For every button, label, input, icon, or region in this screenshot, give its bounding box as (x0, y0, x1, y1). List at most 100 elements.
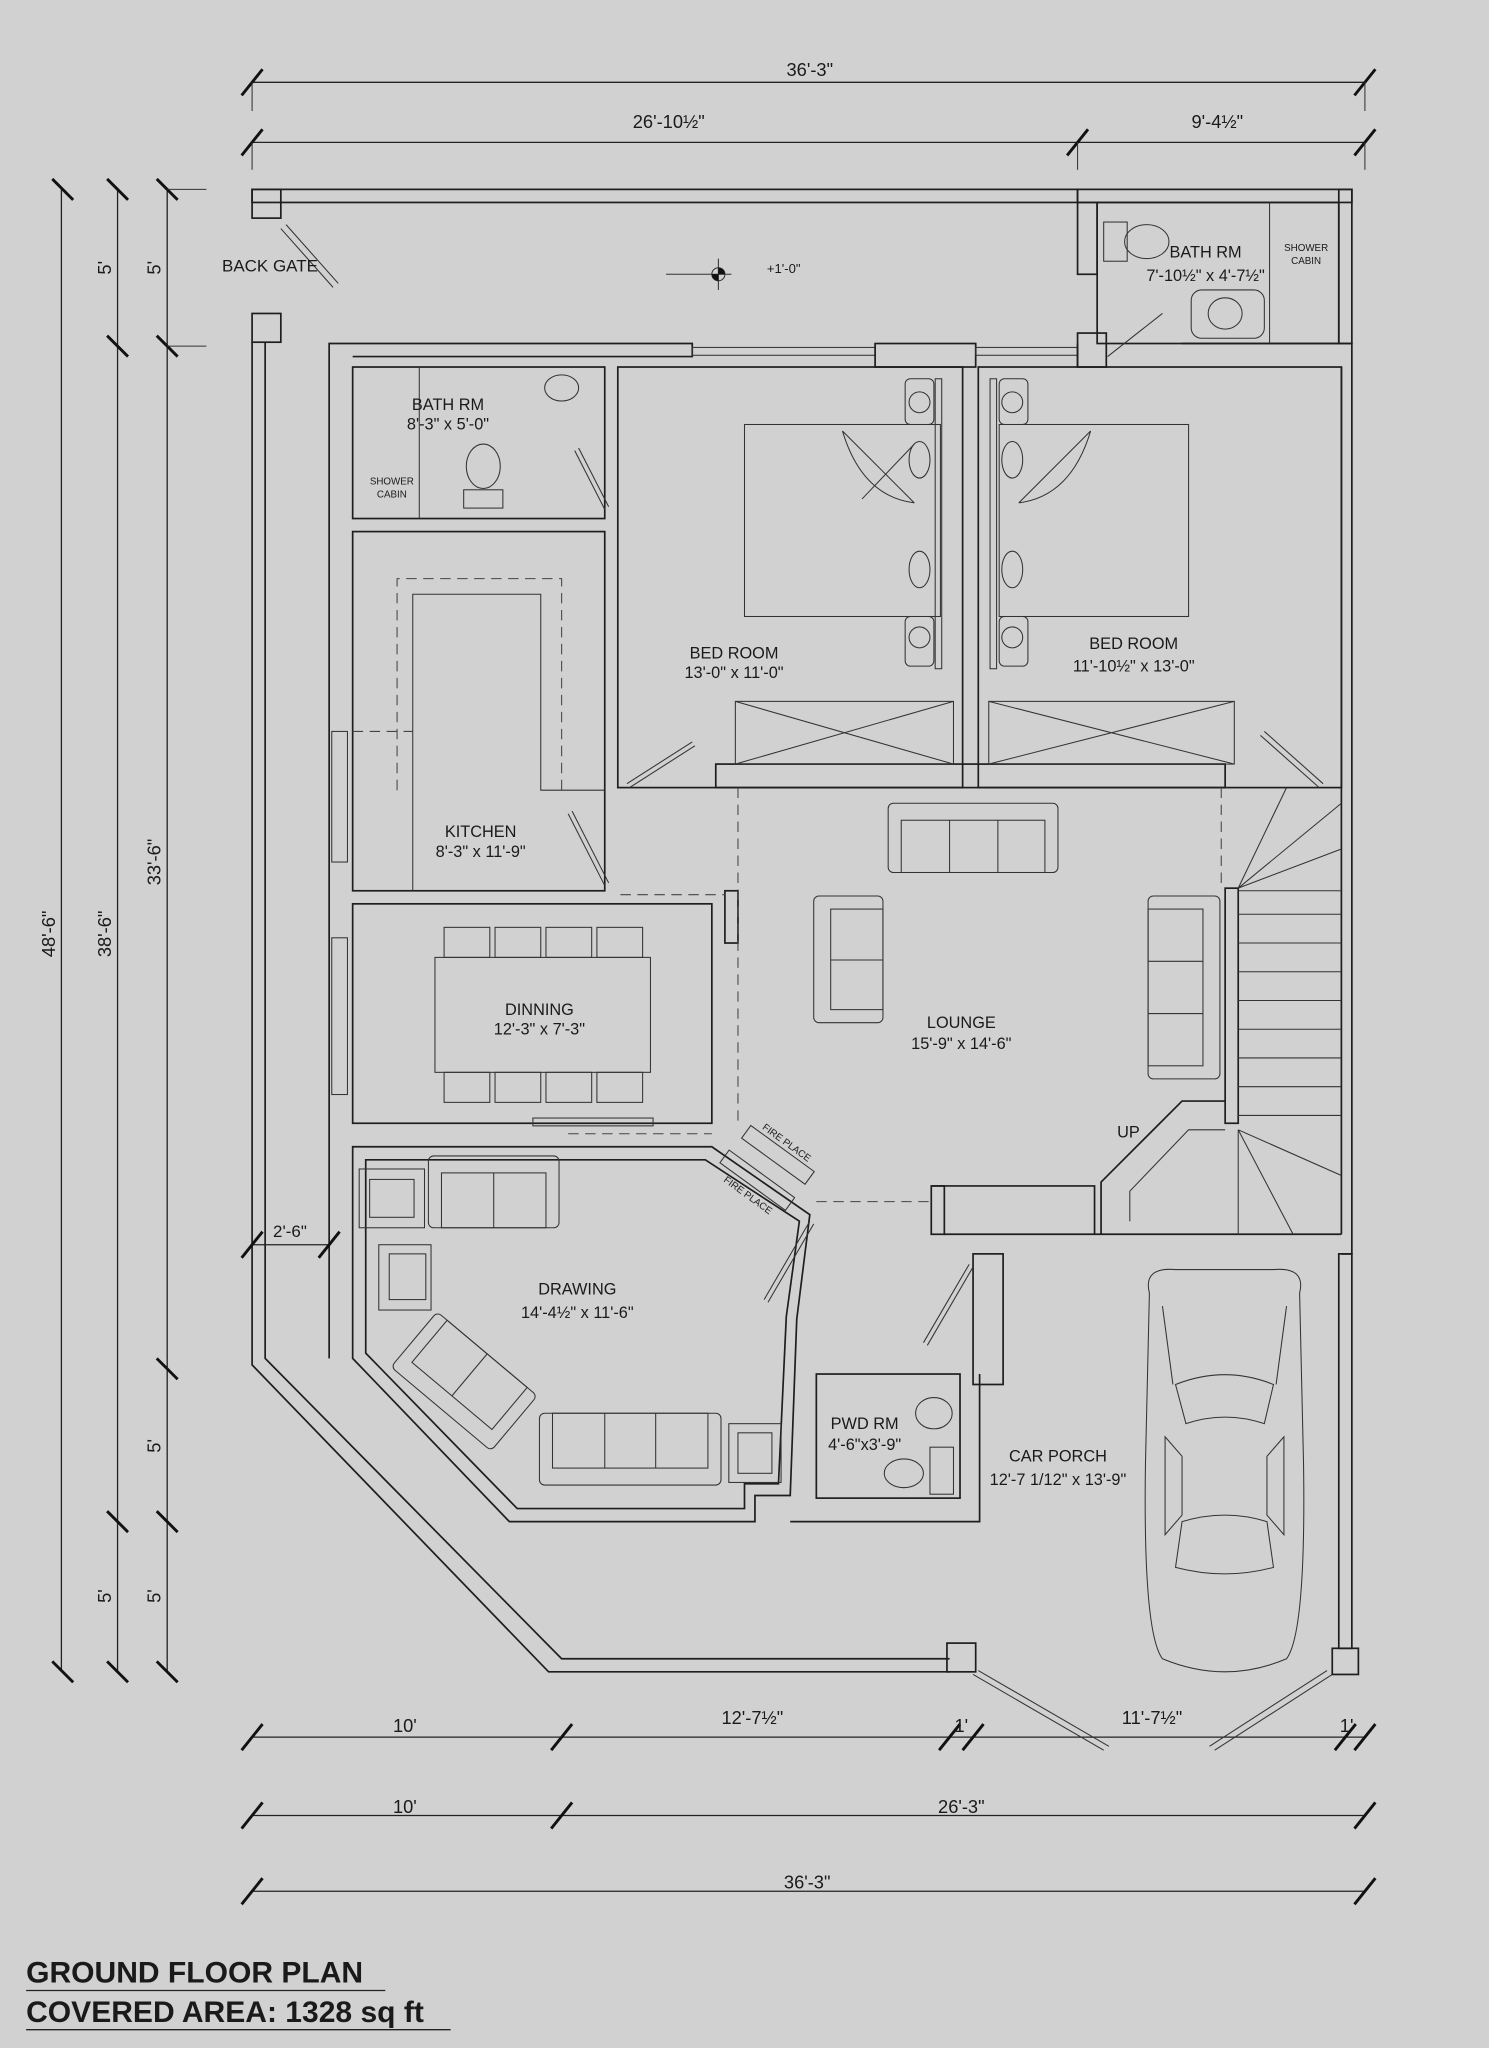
svg-text:BED ROOM: BED ROOM (1089, 635, 1178, 653)
svg-text:DRAWING: DRAWING (538, 1280, 616, 1298)
pillar (251, 312, 282, 344)
svg-text:SHOWER: SHOWER (1284, 243, 1328, 254)
level-marker: +1'-0" (666, 258, 801, 290)
title-line-1: GROUND FLOOR PLAN (26, 1957, 363, 1990)
title-line-2: COVERED AREA: 1328 sq ft (26, 1996, 424, 2029)
lounge-sofas (813, 802, 1221, 1080)
svg-text:4'-6"x3'-9": 4'-6"x3'-9" (828, 1436, 901, 1454)
svg-text:8'-3" x 5'-0": 8'-3" x 5'-0" (407, 416, 489, 434)
sink-icon (544, 374, 580, 402)
svg-text:8'-3" x 11'-9": 8'-3" x 11'-9" (436, 843, 526, 861)
svg-text:DINNING: DINNING (505, 1001, 574, 1019)
dimension-left: 48'-6" 5' 38'-6" 5' 5' 33'-6" 5' 5' (38, 177, 207, 1684)
bath-left-walls (351, 366, 606, 520)
pillar (1331, 1647, 1360, 1676)
dim-top-left: 26'-10½" (633, 111, 705, 132)
dim-bottom-3: 1' (954, 1715, 968, 1736)
bed-2 (989, 378, 1190, 670)
stairs-up-label: UP (1117, 1124, 1140, 1142)
svg-text:BED ROOM: BED ROOM (690, 644, 779, 662)
dim-left-inner-lower: 5' (144, 1439, 165, 1453)
room-bath-back: BATH RM 7'-10½" x 4'-7½" SHOWER CABIN (1146, 243, 1328, 285)
dim-left-mid-top: 5' (94, 261, 115, 275)
dim-setback: 2'-6" (273, 1222, 307, 1241)
svg-text:11'-10½" x 13'-0": 11'-10½" x 13'-0" (1073, 657, 1195, 675)
svg-text:CAR PORCH: CAR PORCH (1009, 1448, 1107, 1466)
dim-left-total: 48'-6" (38, 911, 59, 958)
pwd-walls (815, 1373, 961, 1499)
pillar (251, 188, 282, 219)
back-gate-label: BACK GATE (222, 257, 318, 276)
dim-bottom2-1: 10' (393, 1796, 417, 1817)
dim-bottom-total: 36'-3" (784, 1872, 831, 1893)
dim-top-right: 9'-4½" (1192, 111, 1244, 132)
svg-text:12'-7 1/12" x 13'-9": 12'-7 1/12" x 13'-9" (990, 1471, 1127, 1489)
room-kitchen: KITCHEN 8'-3" x 11'-9" (436, 823, 526, 861)
boundary-walls (251, 188, 1360, 1751)
dim-left-mid: 38'-6" (94, 911, 115, 958)
room-car-porch: CAR PORCH 12'-7 1/12" x 13'-9" (990, 1448, 1127, 1490)
sink-icon (915, 1397, 953, 1430)
dim-top-total: 36'-3" (787, 59, 834, 80)
house-walls (328, 201, 1353, 1523)
level-text: +1'-0" (767, 261, 801, 276)
staircase: UP (1100, 787, 1342, 1235)
svg-text:PWD RM: PWD RM (831, 1415, 899, 1433)
bed-1 (743, 378, 943, 670)
fireplaces: FIRE PLACE FIRE PLACE (719, 1122, 815, 1217)
dim-bottom-5: 1' (1340, 1715, 1354, 1736)
svg-text:15'-9" x 14'-6": 15'-9" x 14'-6" (911, 1035, 1012, 1053)
room-lounge: LOUNGE 15'-9" x 14'-6" (911, 1014, 1012, 1053)
svg-text:7'-10½" x 4'-7½": 7'-10½" x 4'-7½" (1146, 267, 1265, 285)
room-bed-2: BED ROOM 11'-10½" x 13'-0" (1073, 635, 1195, 675)
room-drawing: DRAWING 14'-4½" x 11'-6" (521, 1280, 634, 1322)
bed1-walls (616, 366, 964, 789)
kitchen-walls (351, 530, 606, 892)
dim-bottom-2: 12'-7½" (721, 1707, 783, 1728)
window (331, 937, 348, 1096)
toilet-icon (465, 443, 501, 490)
svg-text:CABIN: CABIN (377, 490, 407, 501)
dim-bottom2-2: 26'-3" (938, 1796, 985, 1817)
door-swing (1107, 313, 1163, 357)
svg-text:13'-0" x 11'-0": 13'-0" x 11'-0" (684, 664, 783, 682)
window (532, 1117, 654, 1127)
room-dining: DINNING 12'-3" x 7'-3" (494, 1001, 585, 1039)
svg-text:CABIN: CABIN (1291, 256, 1321, 267)
dim-left-inner-bottom: 5' (144, 1589, 165, 1603)
svg-text:14'-4½" x 11'-6": 14'-4½" x 11'-6" (521, 1304, 634, 1322)
sink-icon (1190, 289, 1265, 339)
room-bed-1: BED ROOM 13'-0" x 11'-0" (684, 644, 783, 682)
car-icon (1144, 1268, 1305, 1673)
dimension-bottom: 10' 12'-7½" 1' 11'-7½" 1' 10' 26'-3" 36'… (240, 1707, 1377, 1906)
drawing-walls (351, 1145, 811, 1523)
dining-table (434, 926, 651, 1103)
bathroom-fixtures (463, 221, 1265, 1495)
toilet-icon (1124, 224, 1170, 260)
dining-walls (351, 902, 713, 1125)
dimension-top: 36'-3" 26'-10½" 9'-4½" (240, 59, 1377, 170)
room-bath-left: BATH RM 8'-3" x 5'-0" SHOWER CABIN (370, 396, 489, 501)
svg-text:BATH RM: BATH RM (1169, 243, 1241, 261)
back-gate-door (280, 228, 334, 288)
kitchen-counter (352, 578, 605, 891)
dim-bottom-1: 10' (393, 1715, 417, 1736)
window (691, 346, 876, 356)
pillar (946, 1642, 977, 1673)
room-powder: PWD RM 4'-6"x3'-9" (828, 1415, 901, 1454)
svg-text:12'-3" x 7'-3": 12'-3" x 7'-3" (494, 1020, 585, 1038)
svg-text:LOUNGE: LOUNGE (927, 1014, 996, 1032)
drawing-furniture (358, 1155, 782, 1486)
svg-text:BATH RM: BATH RM (412, 396, 484, 414)
dim-left-inner-top: 5' (144, 261, 165, 275)
window (331, 730, 348, 863)
window (975, 346, 1079, 356)
svg-text:SHOWER: SHOWER (370, 477, 414, 488)
fire-place-label-1: FIRE PLACE (760, 1122, 813, 1165)
dim-bottom-4: 11'-7½" (1122, 1707, 1182, 1728)
doors (567, 447, 1324, 1346)
plan-title: GROUND FLOOR PLAN COVERED AREA: 1328 sq … (26, 1957, 451, 2031)
wardrobes (734, 700, 1235, 765)
front-gate-left (972, 1673, 1104, 1751)
